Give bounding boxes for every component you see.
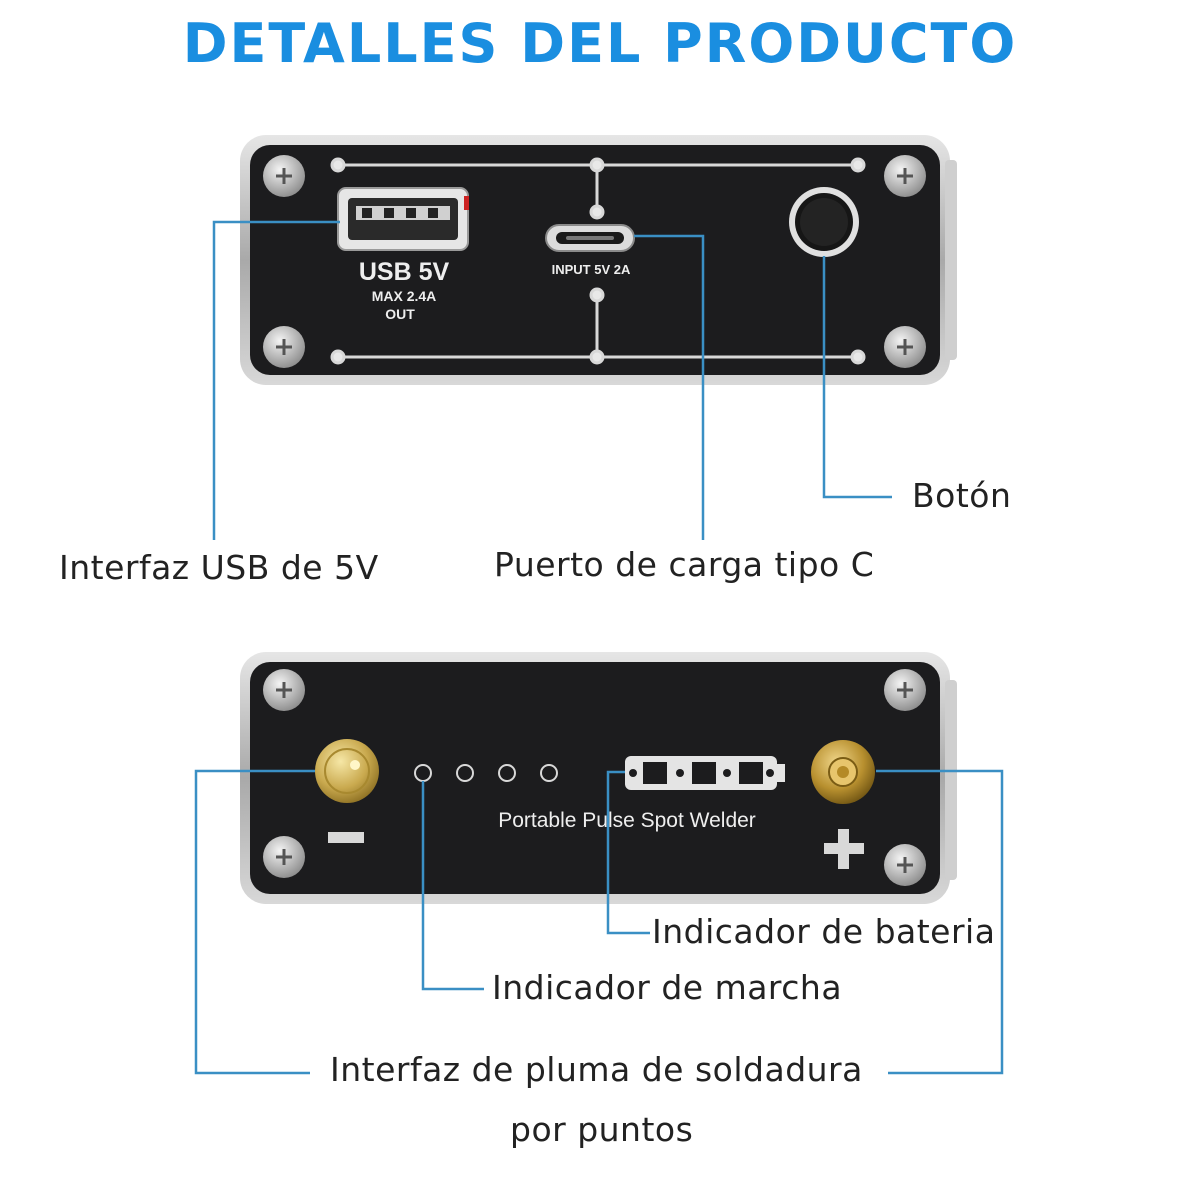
callout-button: Botón: [912, 476, 1012, 515]
screw-icon: [263, 155, 305, 197]
leader-line-pen-left: [194, 769, 315, 1075]
callout-battery-indicator: Indicador de bateria: [652, 912, 996, 951]
typec-input-label: INPUT 5V 2A: [552, 262, 631, 277]
led-icon: [498, 764, 516, 782]
callout-run-indicator: Indicador de marcha: [492, 968, 843, 1007]
callout-pen-interface-line2: por puntos: [510, 1110, 694, 1149]
leader-line-typec: [634, 234, 705, 540]
callout-pen-interface-line1: Interfaz de pluma de soldadura: [330, 1050, 863, 1089]
screw-icon: [263, 326, 305, 368]
bottom-casing-side: [945, 680, 957, 880]
screw-icon: [884, 155, 926, 197]
usb-max-label: MAX 2.4A: [372, 288, 437, 304]
leader-line-pen-right: [876, 769, 1004, 1075]
callout-usb-interface: Interfaz USB de 5V: [59, 548, 379, 587]
leader-line-button: [822, 256, 892, 499]
negative-terminal-icon[interactable]: [315, 739, 379, 803]
leader-line-usb: [212, 220, 340, 540]
usb-a-port-icon[interactable]: [337, 187, 469, 251]
led-icon: [540, 764, 558, 782]
led-icon: [456, 764, 474, 782]
page-title: DETALLES DEL PRODUCTO: [182, 12, 1018, 75]
screw-icon: [884, 669, 926, 711]
device-brand-text: Portable Pulse Spot Welder: [498, 809, 756, 832]
positive-terminal-icon[interactable]: [811, 740, 875, 804]
power-button-icon[interactable]: [789, 187, 859, 257]
top-casing-side: [945, 160, 957, 360]
leader-line-battery: [606, 770, 650, 935]
leader-line-run: [421, 781, 484, 991]
callout-typec-port: Puerto de carga tipo C: [494, 545, 875, 584]
leader-lines: [194, 220, 1004, 1075]
plus-sign-icon: [824, 829, 864, 869]
usb-port-label: USB 5V: [359, 258, 450, 286]
top-decor-lines: [330, 157, 866, 365]
top-panel: USB 5V MAX 2.4A OUT INPUT 5V 2A: [240, 135, 957, 385]
run-indicator-leds: [414, 764, 558, 782]
screw-icon: [884, 844, 926, 886]
type-c-port-icon[interactable]: [545, 224, 635, 252]
screw-icon: [884, 326, 926, 368]
top-faceplate: [250, 145, 940, 375]
screw-icon: [263, 836, 305, 878]
usb-out-label: OUT: [385, 306, 415, 322]
bottom-panel: Portable Pulse Spot Welder: [240, 652, 957, 904]
minus-sign-icon: [328, 832, 364, 843]
battery-indicator-icon: [625, 756, 785, 790]
screw-icon: [263, 669, 305, 711]
